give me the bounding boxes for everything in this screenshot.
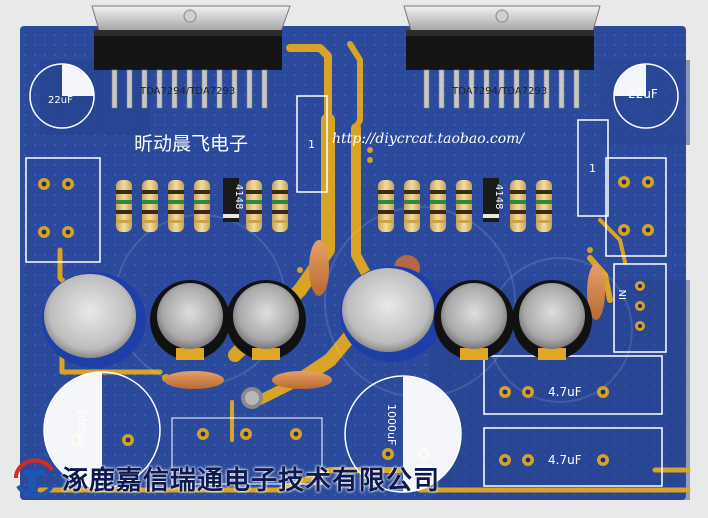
electrolytic-caps-black <box>150 280 592 360</box>
power-resistor-left-mark: 1 <box>308 138 315 151</box>
left-connector-pads <box>38 178 74 238</box>
brand-label: 昕动晨飞电子 <box>134 133 248 155</box>
cap-22u-right-outline <box>613 63 679 129</box>
electrolytic-cap-left-blue <box>42 272 146 368</box>
cap-1000u-right-label: 1000uF <box>385 404 398 445</box>
cap-22u-right-label: 22uF <box>628 87 658 101</box>
diode-left <box>223 178 239 222</box>
power-resistor-right-mark: 1 <box>589 162 596 175</box>
film-cap-pads <box>499 386 609 466</box>
chip-left <box>91 5 291 109</box>
diode-left-label: 4148 <box>233 184 244 209</box>
chip-left-label: TDA7294/TDA7293 <box>139 86 235 97</box>
silkscreen-outlines <box>25 157 667 487</box>
watermark-text: 涿鹿嘉信瑞通电子技术有限公司 <box>62 465 441 496</box>
shop-url: http://diycrcat.taobao.com/ <box>332 131 525 147</box>
resistors-left <box>116 180 288 232</box>
input-connector <box>635 281 645 331</box>
chip-right-label: TDA7294/TDA7293 <box>451 86 547 97</box>
power-resistor-right <box>577 119 609 217</box>
cap-22u-left-outline <box>29 63 95 129</box>
power-resistor-left <box>296 95 328 193</box>
cap-1000u-left-outline <box>43 371 161 489</box>
film-cap-top-label: 4.7uF <box>548 385 582 399</box>
cap-1000u-left-label: 1000uF <box>75 408 88 449</box>
electrolytic-cap-right-blue <box>340 266 444 362</box>
right-connector-pads <box>618 176 654 236</box>
ceramic-caps <box>164 240 605 389</box>
chip-right <box>403 5 601 109</box>
watermark: 涿鹿嘉信瑞通电子技术有限公司 <box>12 456 440 500</box>
company-logo-icon <box>13 458 54 498</box>
diode-right <box>483 178 499 222</box>
resistors-right <box>378 180 552 232</box>
film-cap-bottom-label: 4.7uF <box>548 453 582 467</box>
diode-right-label: 4148 <box>493 184 504 209</box>
cap-22u-left-label: 22uF <box>48 95 73 106</box>
connector-in-label: IN <box>618 290 629 300</box>
cap-1000u-right-outline <box>344 375 462 493</box>
